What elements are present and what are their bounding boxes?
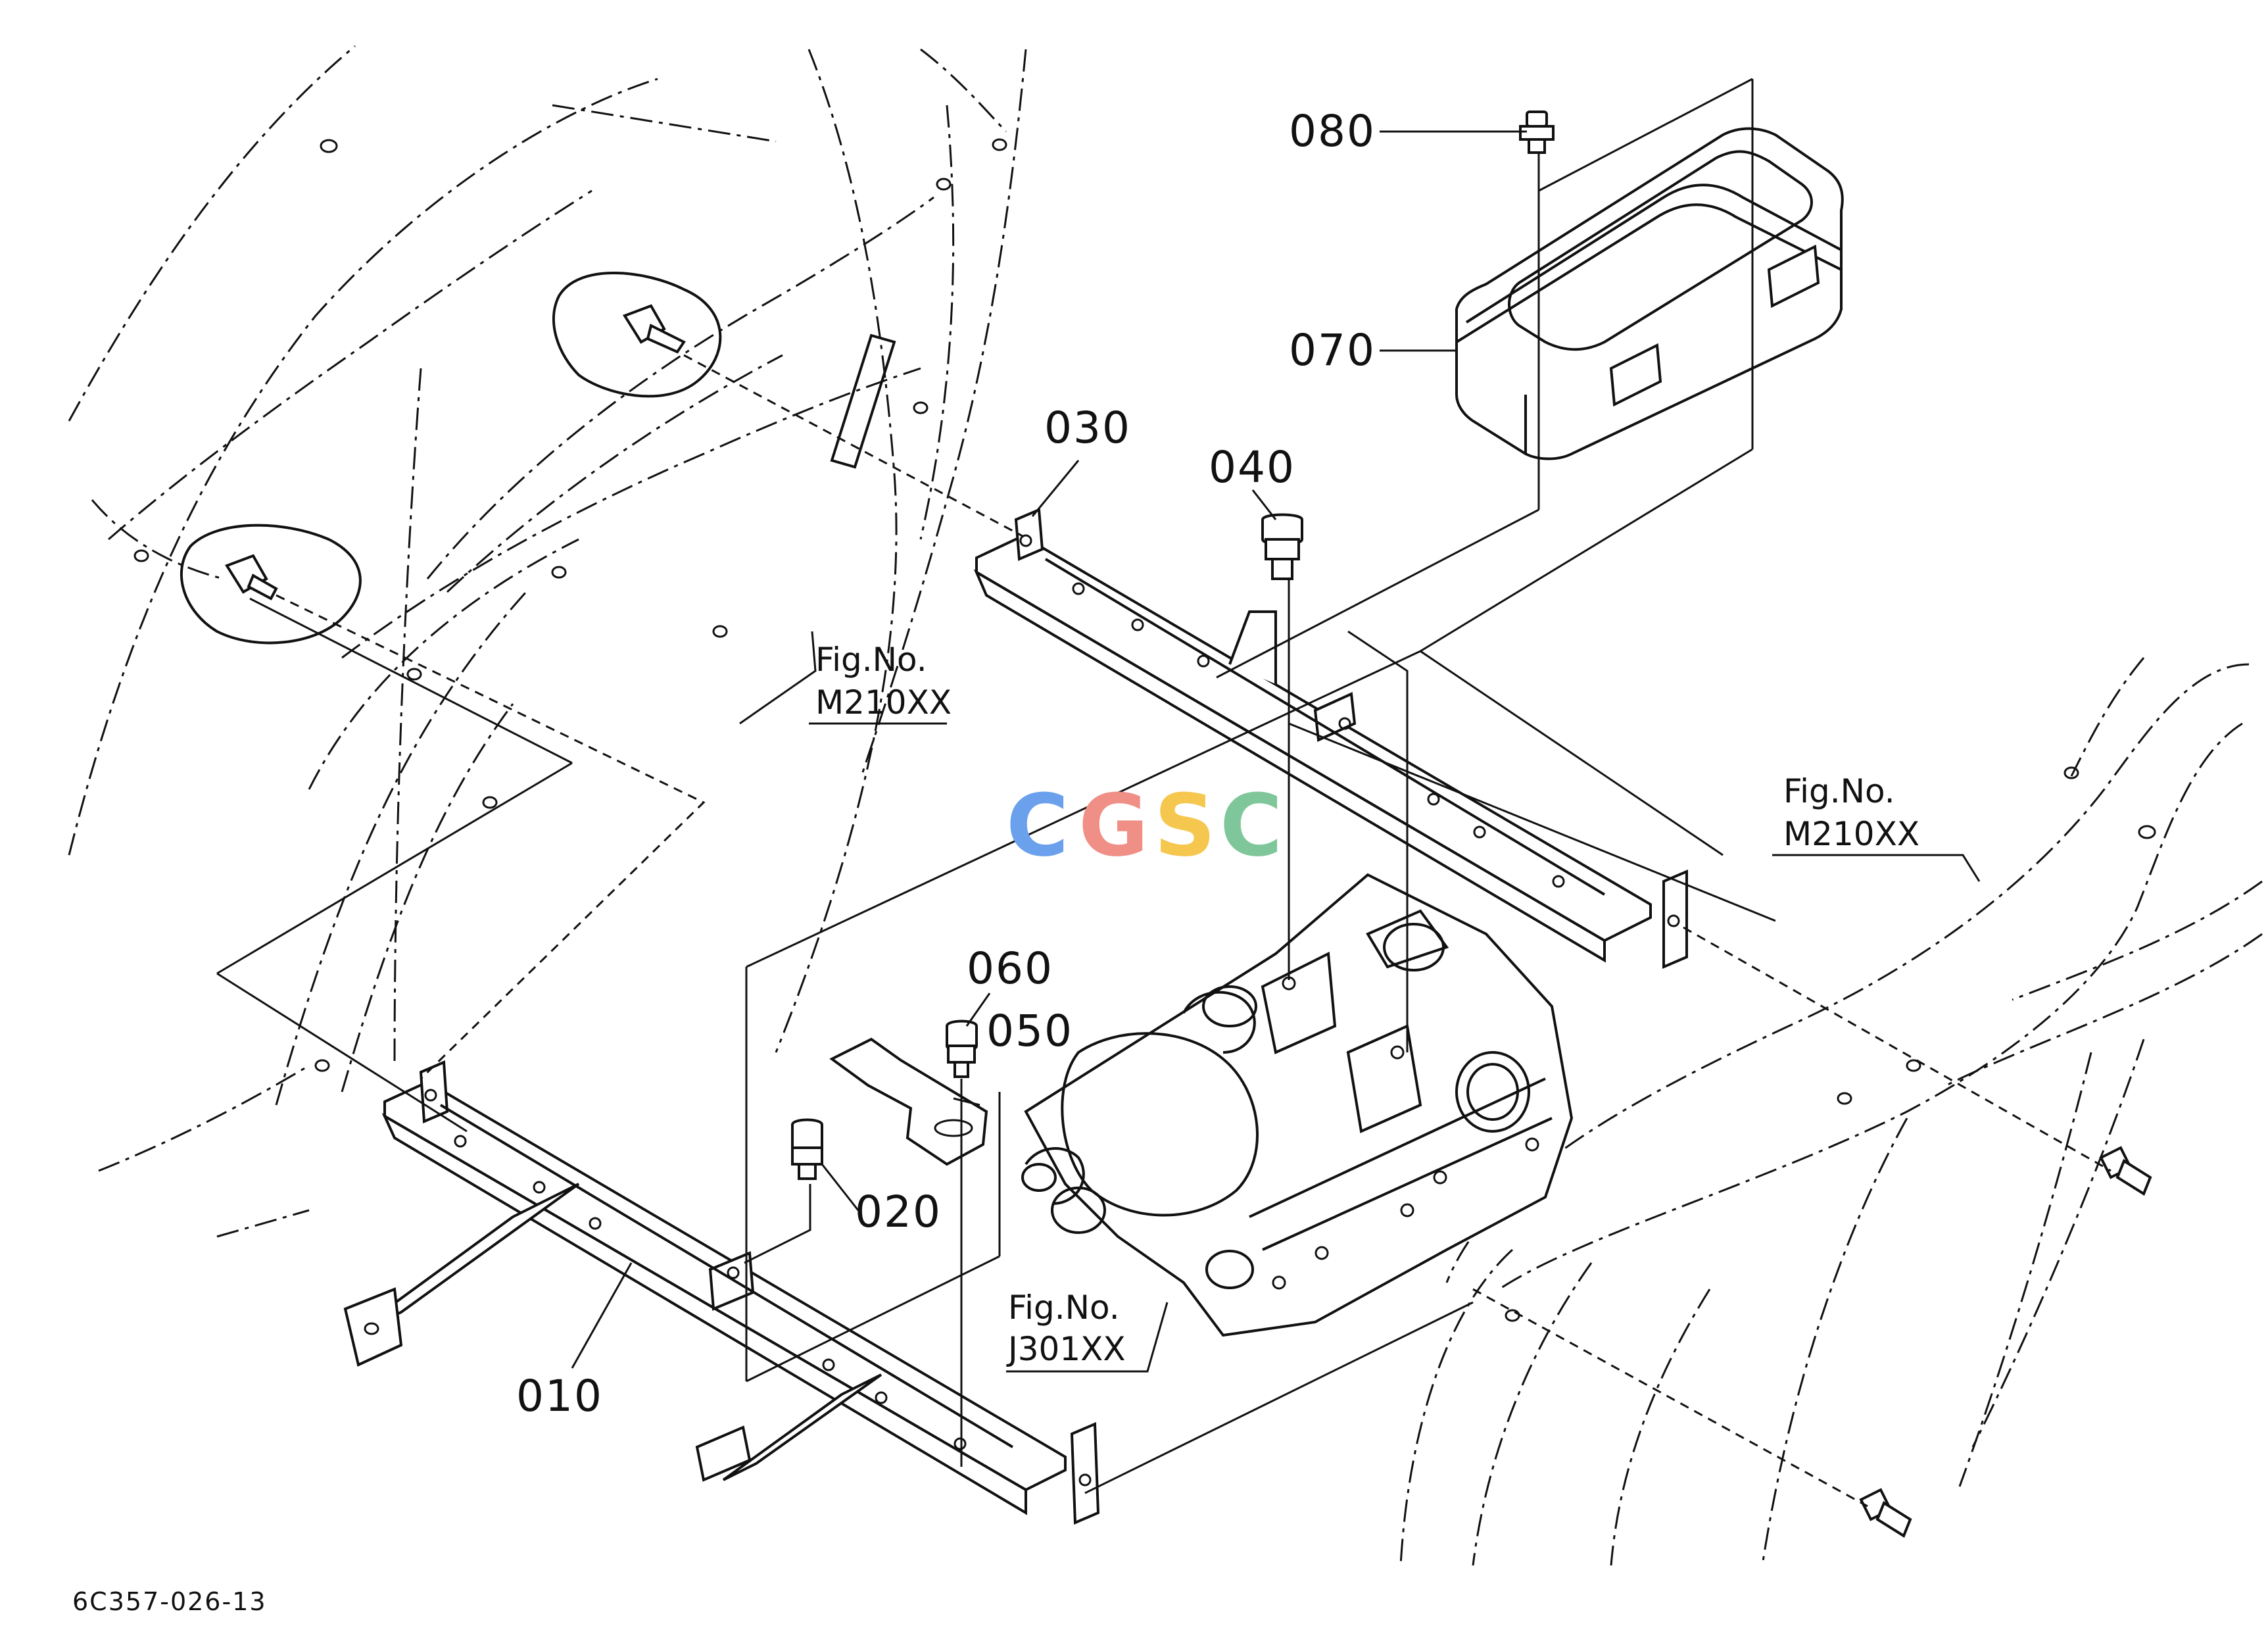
- fender-bolt-upper-icon: [623, 304, 686, 354]
- bolt-060-icon: [946, 1020, 978, 1078]
- bolt-040-icon: [1261, 513, 1303, 580]
- drawing-code: 6C357-026-13: [72, 1587, 267, 1616]
- fig-ref-right-title: Fig.No.: [1783, 772, 1895, 810]
- fender-bolt-lower-icon: [225, 554, 278, 601]
- bracket-010: [343, 1060, 1100, 1525]
- label-part-030: 030: [1044, 403, 1131, 453]
- leader-lines: [571, 130, 1981, 1373]
- watermark-letter-4: C: [1220, 775, 1282, 875]
- plate-050: [829, 1037, 988, 1166]
- toolbox-070: [1455, 127, 1844, 460]
- hydraulic-housing: [1021, 873, 1574, 1337]
- fig-ref-right: Fig.No. M210XX: [1783, 772, 1919, 853]
- assembly-lines: [216, 78, 2111, 1508]
- fig-ref-left-code: M210XX: [815, 683, 952, 722]
- label-part-060: 060: [967, 943, 1053, 994]
- bracket-030: [973, 508, 1688, 970]
- fig-ref-right-code: M210XX: [1783, 815, 1919, 853]
- left-fender-outline: [68, 45, 1027, 1238]
- fig-ref-center: Fig.No. J301XX: [1006, 1289, 1126, 1368]
- label-part-040: 040: [1209, 442, 1295, 493]
- watermark-letter-3: S: [1154, 775, 1216, 875]
- watermark-letter-2: G: [1078, 775, 1149, 875]
- watermark-letter-1: C: [1006, 775, 1069, 875]
- bolt-020-icon: [791, 1118, 823, 1180]
- fig-ref-left-title: Fig.No.: [815, 641, 927, 679]
- label-part-070: 070: [1289, 325, 1376, 376]
- right-bolt-upper-icon: [2099, 1146, 2152, 1196]
- right-bolt-lower-icon: [1859, 1488, 1912, 1538]
- bolt-080-icon: [1519, 111, 1555, 154]
- label-part-080: 080: [1289, 106, 1376, 157]
- cgsc-watermark-logo: C G S C: [1006, 775, 1282, 875]
- fig-ref-center-title: Fig.No.: [1008, 1289, 1120, 1327]
- label-part-010: 010: [516, 1371, 603, 1421]
- fig-ref-left: Fig.No. M210XX: [815, 641, 952, 722]
- fig-ref-center-code: J301XX: [1006, 1330, 1126, 1368]
- label-part-050: 050: [986, 1006, 1073, 1056]
- label-part-020: 020: [855, 1187, 942, 1237]
